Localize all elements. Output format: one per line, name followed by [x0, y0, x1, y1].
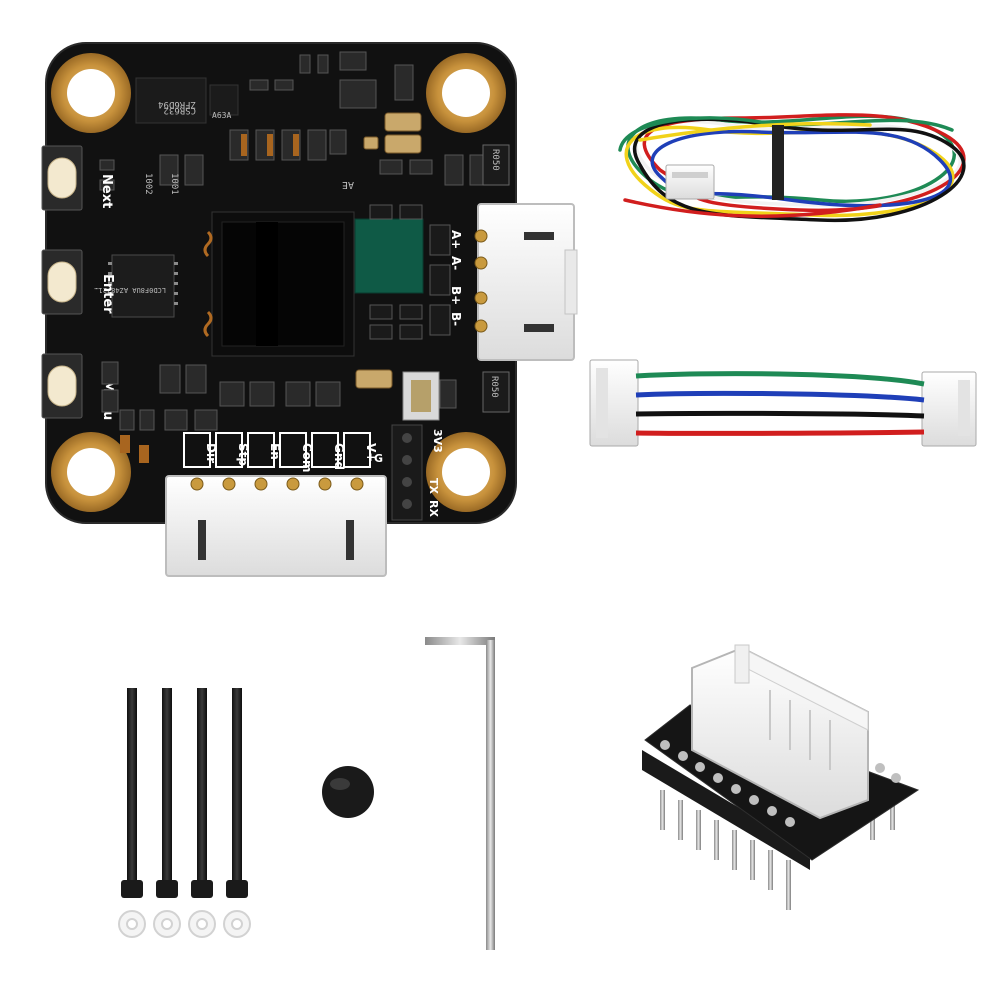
- mcu-pins: [108, 262, 178, 305]
- adapter-connector-slots: [769, 690, 831, 770]
- copper-coil: [203, 230, 213, 338]
- washer: [223, 910, 251, 938]
- sense-resistor-bottom-marking: R050: [489, 376, 499, 398]
- button-enter-label: Enter: [100, 274, 115, 314]
- button-enter[interactable]: [41, 249, 83, 315]
- smd-components-bottom: [101, 361, 457, 431]
- chip-top-marking: ZFR6D94: [158, 99, 196, 109]
- adapter-pads: [660, 740, 901, 827]
- washers: [118, 910, 251, 938]
- label-stp: Stp: [236, 443, 250, 466]
- screw: [156, 688, 178, 898]
- cable-tie: [772, 125, 784, 200]
- motor-pin-labels: A+ A- B+ B-: [449, 230, 463, 326]
- washer: [118, 910, 146, 938]
- inductor-2-marking: 1001: [169, 173, 179, 195]
- inductor-1-marking: 1002: [143, 173, 153, 195]
- wire-blue: [635, 390, 925, 403]
- driver-board: ZFR6D94 CSR632 A63A: [41, 42, 578, 577]
- label-dir: Dir: [204, 443, 218, 463]
- label-v-plus: V+: [364, 443, 378, 462]
- short-cable: [589, 359, 977, 447]
- sense-resistor-top: [482, 144, 510, 186]
- signal-connector: [165, 475, 387, 577]
- rubber-foot-highlight: [330, 778, 350, 790]
- chip-top-marking-2: CSR632: [163, 105, 196, 115]
- washer: [153, 910, 181, 938]
- small-chip: [209, 84, 239, 116]
- driver-ic: [221, 221, 345, 347]
- label-rx: RX: [427, 500, 440, 517]
- sense-resistor-top-marking: R050: [490, 149, 500, 171]
- mounting-hole-top-left: [51, 53, 131, 133]
- driver-ic-center: [256, 222, 278, 346]
- pin-adapter-board: [642, 644, 920, 910]
- hex-key: [425, 637, 495, 950]
- adapter-connector-latch: [734, 644, 750, 684]
- label-3v3: 3V3: [431, 429, 444, 453]
- mcu-marking: LCD0F8UA AZ48721…: [94, 286, 166, 294]
- mosfets: [369, 204, 451, 340]
- label-b-minus: B-: [449, 312, 463, 326]
- label-com: Com: [300, 443, 314, 473]
- mounting-hole-bottom-left: [51, 432, 131, 512]
- wire-green: [635, 371, 925, 387]
- label-en: En: [268, 443, 282, 460]
- button-next[interactable]: [41, 145, 83, 211]
- label-b-plus: B+: [449, 286, 463, 305]
- sense-resistor-bottom: [482, 371, 510, 413]
- screw: [226, 688, 248, 898]
- mounting-hole-top-right: [426, 53, 506, 133]
- bottom-pin-labels: Dir Stp En Com Gnd V+: [183, 432, 378, 473]
- screws: [121, 688, 248, 898]
- rubber-foot: [322, 766, 374, 818]
- wire-black: [635, 410, 925, 419]
- mounting-hole-bottom-right: [426, 432, 506, 512]
- green-component: [354, 218, 424, 294]
- cable-bundle: [618, 113, 966, 223]
- label-a-minus: A-: [449, 256, 463, 270]
- label-g: G: [374, 452, 383, 465]
- small-chip-marking: A63A: [212, 111, 231, 120]
- resistors-orange: [120, 134, 299, 463]
- screw: [121, 688, 143, 898]
- mcu-chip: [111, 254, 175, 318]
- screw: [191, 688, 213, 898]
- capacitors: [355, 112, 422, 389]
- label-tx: TX: [427, 478, 440, 495]
- adapter-pin-holder: [642, 750, 810, 870]
- uart-header: 3V3 G TX RX: [374, 424, 444, 521]
- crystal-inner: [411, 380, 431, 412]
- washer: [188, 910, 216, 938]
- wire-red: [635, 429, 925, 436]
- label-a-plus: A+: [449, 230, 463, 249]
- chip-top: [135, 77, 207, 124]
- motor-connector: [474, 203, 578, 361]
- cable-bundle-connector: [665, 164, 715, 200]
- adapter-pins: [660, 790, 895, 910]
- label-gnd: Gnd: [332, 443, 346, 470]
- ae-marking: AE: [342, 179, 354, 190]
- button-next-label: Next: [99, 174, 114, 208]
- button-menu[interactable]: [41, 353, 83, 419]
